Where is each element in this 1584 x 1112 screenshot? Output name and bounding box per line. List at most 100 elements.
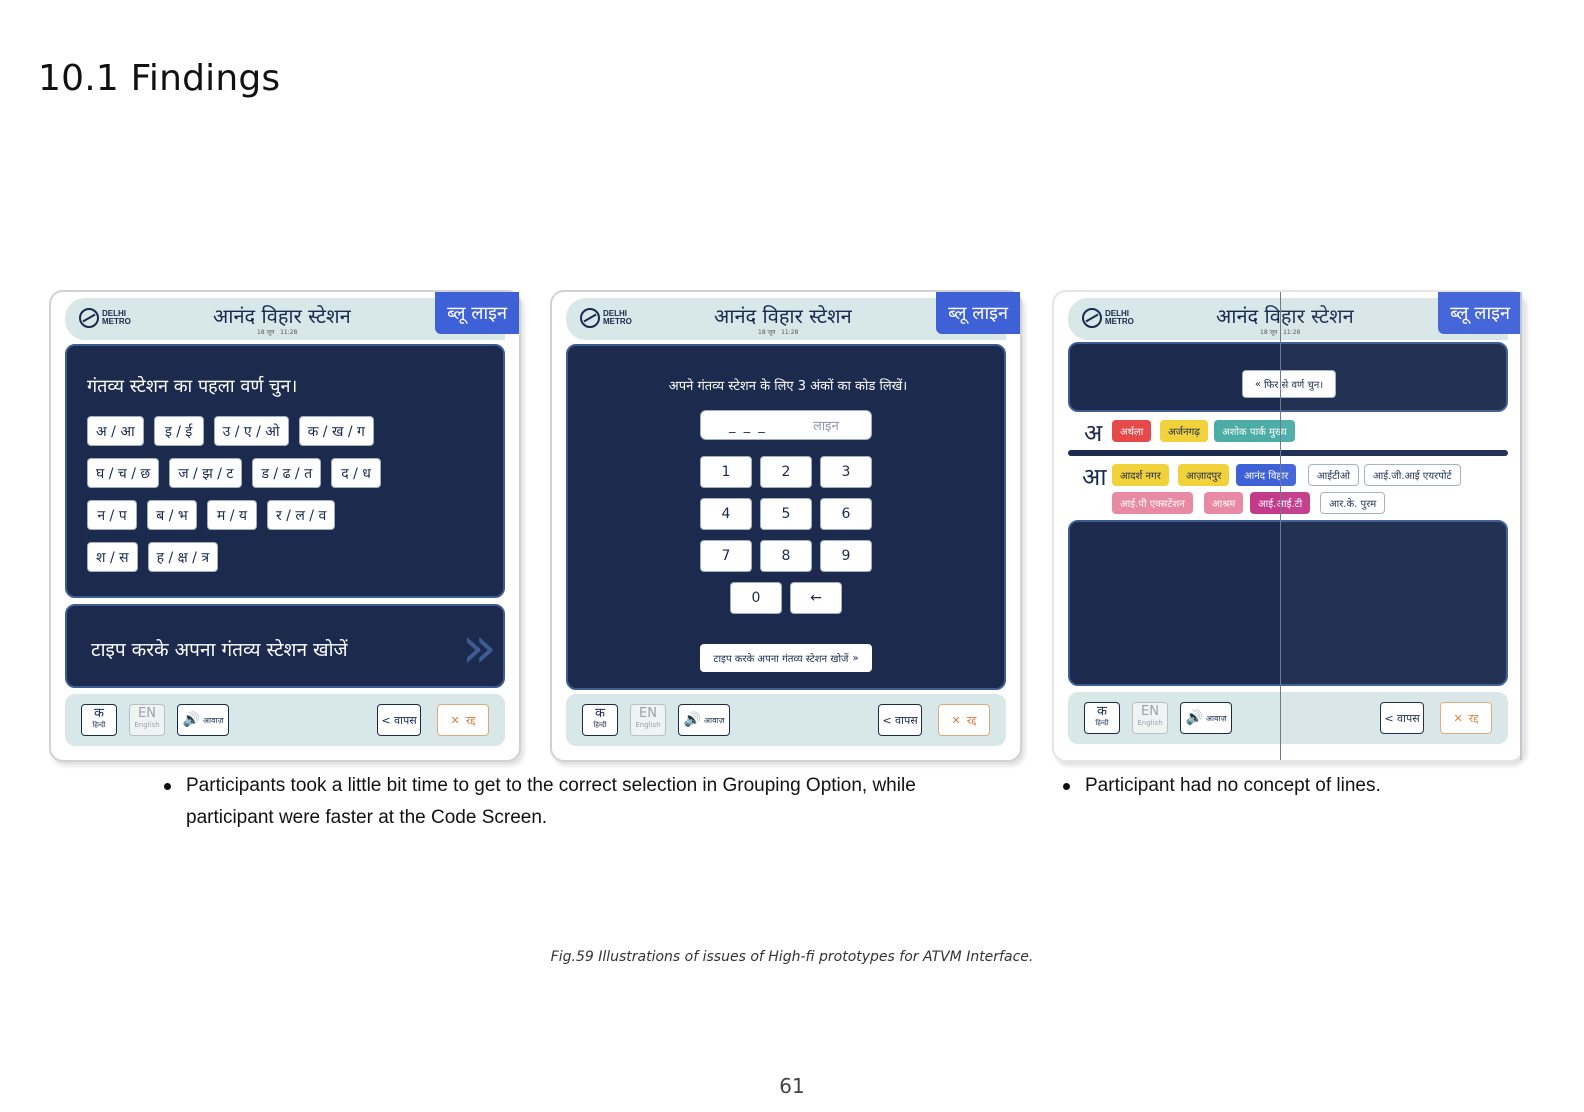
- cancel-button[interactable]: ✕रद्द: [437, 704, 489, 736]
- letter-group-key[interactable]: न / प: [87, 500, 137, 530]
- page-title: 10.1 Findings: [38, 58, 281, 99]
- numpad-key[interactable]: 9: [820, 540, 872, 572]
- station-chip[interactable]: आनंद विहार: [1236, 464, 1297, 486]
- numpad-key-zero[interactable]: 0: [730, 582, 782, 614]
- station-chip[interactable]: आदर्श नगर: [1112, 464, 1169, 486]
- numpad-key[interactable]: 8: [760, 540, 812, 572]
- type-search-button[interactable]: टाइप करके अपना गंतव्य स्टेशन खोजें »: [65, 604, 505, 688]
- speaker-icon: 🔊: [683, 712, 701, 728]
- finding-list-right: Participant had no concept of lines.: [1063, 770, 1533, 802]
- metro-logo-icon: [1082, 308, 1102, 328]
- numpad: 1 2 3 4 5 6 7 8 9: [700, 456, 872, 572]
- speaker-icon: 🔊: [1185, 710, 1203, 726]
- type-search-label: टाइप करके अपना गंतव्य स्टेशन खोजें: [91, 639, 348, 661]
- station-chip[interactable]: अर्जनगढ़: [1160, 420, 1208, 442]
- numpad-key[interactable]: 3: [820, 456, 872, 488]
- station-chip[interactable]: आई.पी एक्सटेंशन: [1112, 492, 1193, 514]
- letter-group-key[interactable]: इ / ई: [153, 416, 204, 446]
- code-input[interactable]: _ _ _ लाइन: [700, 410, 872, 440]
- numpad-key[interactable]: 7: [700, 540, 752, 572]
- type-search-button[interactable]: टाइप करके अपना गंतव्य स्टेशन खोजें»: [700, 644, 872, 672]
- letter-group-keys: अ / आ इ / ई उ / ए / ओ क / ख / ग घ / च / …: [87, 416, 382, 572]
- date-time: 18 जून 11:28: [1260, 329, 1301, 336]
- station-name: आनंद विहार स्टेशन: [213, 304, 351, 328]
- backspace-icon[interactable]: ←: [790, 582, 842, 614]
- double-chevron-left-icon: «: [1254, 378, 1261, 390]
- cancel-button[interactable]: ✕रद्द: [938, 704, 990, 736]
- letter-group-key[interactable]: उ / ए / ओ: [213, 416, 289, 446]
- station-chip[interactable]: आश्रम: [1204, 492, 1244, 514]
- letter-group-key[interactable]: म / य: [207, 500, 257, 530]
- station-chip[interactable]: आईटीओ: [1308, 464, 1359, 486]
- metro-logo-icon: [79, 308, 99, 328]
- line-badge: ब्लू लाइन: [1438, 292, 1522, 334]
- letter-group-key[interactable]: क / ख / ग: [298, 416, 374, 446]
- letter-group-key[interactable]: श / स: [87, 542, 138, 572]
- double-chevron-right-icon: »: [852, 652, 859, 664]
- letter-group-key[interactable]: ड / ढ / त: [252, 458, 322, 488]
- restart-letter-button[interactable]: «फिर से वर्ण चुन।: [1242, 370, 1336, 398]
- restart-panel: «फिर से वर्ण चुन।: [1068, 342, 1508, 412]
- date-time: 18 जून 11:28: [758, 329, 799, 336]
- station-chip[interactable]: आज़ादपुर: [1178, 464, 1230, 486]
- station-name: आनंद विहार स्टेशन: [1216, 304, 1354, 328]
- close-icon: ✕: [1453, 711, 1463, 725]
- numpad-key[interactable]: 2: [760, 456, 812, 488]
- instruction-text: अपने गंतव्य स्टेशन के लिए 3 अंकों का कोड…: [668, 379, 908, 394]
- instruction-text: गंतव्य स्टेशन का पहला वर्ण चुन।: [87, 376, 298, 397]
- finding-item: Participant had no concept of lines.: [1063, 770, 1533, 802]
- station-chip[interactable]: आई.आई.टी: [1250, 492, 1311, 514]
- letter-group-key[interactable]: घ / च / छ: [87, 458, 160, 488]
- sound-button[interactable]: 🔊आवाज़: [177, 704, 229, 736]
- close-icon: ✕: [450, 713, 460, 727]
- back-button[interactable]: < वापस: [377, 704, 421, 736]
- station-chip[interactable]: अशोक पार्क मुख्य: [1214, 420, 1295, 442]
- page-number: 61: [779, 1074, 805, 1098]
- letter-group-key[interactable]: ज / झ / ट: [169, 458, 243, 488]
- letter-group-key[interactable]: द / ध: [331, 458, 382, 488]
- station-chip[interactable]: आर.के. पुरम: [1320, 492, 1386, 514]
- speaker-icon: 🔊: [182, 712, 200, 728]
- numpad-key[interactable]: 1: [700, 456, 752, 488]
- numpad-key[interactable]: 4: [700, 498, 752, 530]
- back-button[interactable]: < वापस: [1380, 702, 1424, 734]
- numpad-key[interactable]: 5: [760, 498, 812, 530]
- station-chip[interactable]: अर्थला: [1112, 420, 1152, 442]
- letter-heading-aa: आ: [1082, 463, 1107, 491]
- letter-heading-a: अ: [1084, 419, 1103, 447]
- letter-group-key[interactable]: ह / क्ष / त्र: [147, 542, 219, 572]
- line-badge: ब्लू लाइन: [936, 292, 1020, 334]
- date-time: 18 जून 11:28: [257, 329, 298, 336]
- sound-button[interactable]: 🔊आवाज़: [678, 704, 730, 736]
- letter-group-key[interactable]: अ / आ: [87, 416, 144, 446]
- station-chip[interactable]: आई.जी.आई एयरपोर्ट: [1364, 464, 1461, 486]
- back-button[interactable]: < वापस: [878, 704, 922, 736]
- divider: [1068, 450, 1508, 456]
- numpad-key[interactable]: 6: [820, 498, 872, 530]
- close-icon: ✕: [951, 713, 961, 727]
- station-name: आनंद विहार स्टेशन: [714, 304, 852, 328]
- code-entry-panel: अपने गंतव्य स्टेशन के लिए 3 अंकों का कोड…: [566, 344, 1006, 690]
- letter-group-key[interactable]: र / ल / व: [267, 500, 336, 530]
- letter-group-panel: गंतव्य स्टेशन का पहला वर्ण चुन। अ / आ इ …: [65, 344, 505, 598]
- cancel-button[interactable]: ✕रद्द: [1440, 702, 1492, 734]
- letter-group-key[interactable]: ब / भ: [147, 500, 197, 530]
- sound-button[interactable]: 🔊आवाज़: [1180, 702, 1232, 734]
